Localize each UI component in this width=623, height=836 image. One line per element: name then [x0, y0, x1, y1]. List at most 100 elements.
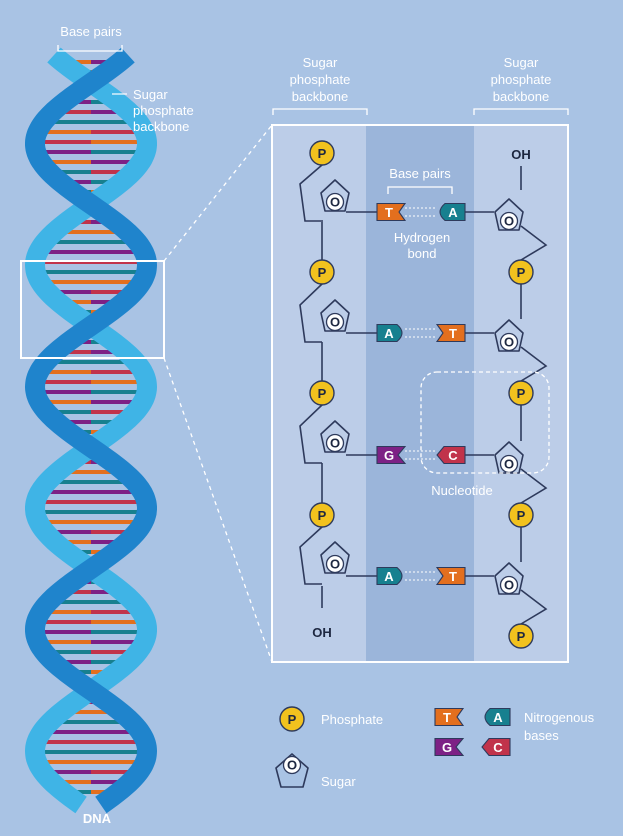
svg-text:P: P: [517, 265, 526, 280]
phosphate-right: P: [508, 502, 534, 528]
helix-rung: [57, 470, 91, 474]
phosphate-left: P: [309, 259, 335, 285]
right-chain: [520, 468, 548, 504]
legend-bases-label-2: bases: [524, 728, 559, 743]
helix-rung: [35, 630, 91, 634]
left-chain: [299, 283, 323, 343]
left-header-line-2: phosphate: [290, 72, 351, 87]
svg-text:A: A: [384, 569, 394, 584]
svg-text:A: A: [448, 205, 458, 220]
helix-rung: [91, 170, 133, 174]
helix-rung: [91, 400, 143, 404]
svg-text:P: P: [318, 146, 327, 161]
hydrogen-bond-label-2: bond: [408, 246, 437, 261]
helix-rung: [91, 380, 147, 384]
left-header-bracket: [272, 108, 368, 115]
right-chain: [520, 346, 548, 382]
left-header-line-3: backbone: [292, 89, 348, 104]
svg-text:O: O: [504, 457, 514, 472]
helix-rung: [58, 300, 91, 304]
legend-bases-label-1: Nitrogenous: [524, 710, 595, 725]
svg-text:O: O: [504, 335, 514, 350]
helix-rung: [38, 520, 91, 524]
helix-rung: [35, 140, 91, 144]
helix-rung: [38, 250, 91, 254]
legend-phosphate-icon: P: [279, 706, 305, 732]
phosphate-right: P: [508, 380, 534, 406]
sugar-right: O: [494, 198, 524, 231]
base-G: G: [376, 445, 407, 465]
helix-rung: [91, 740, 146, 744]
left-chain: [299, 526, 323, 585]
sugar-left: O: [320, 179, 350, 212]
svg-text:O: O: [330, 315, 340, 330]
right-header-line-2: phosphate: [491, 72, 552, 87]
helix-rung: [35, 510, 91, 514]
svg-text:P: P: [318, 386, 327, 401]
helix-backbone-label-1: Sugar: [133, 87, 168, 102]
sugar-left: O: [320, 541, 350, 574]
helix-rung: [91, 510, 147, 514]
sugar-left: O: [320, 420, 350, 453]
helix-rung: [91, 280, 142, 284]
helix-rung: [91, 160, 141, 164]
zoom-connector-top: [163, 124, 273, 262]
helix-rung: [37, 130, 91, 134]
helix-rung: [91, 770, 140, 774]
helix-rung: [91, 780, 131, 784]
helix-rung: [39, 490, 91, 494]
helix-strand-light: [24, 47, 158, 814]
helix-rung: [91, 750, 147, 754]
helix-rung: [47, 290, 91, 294]
sugar-left: O: [320, 299, 350, 332]
helix-rung: [37, 760, 91, 764]
right-chain: [520, 225, 548, 261]
helix-rung: [91, 620, 146, 624]
svg-text:P: P: [517, 629, 526, 644]
svg-text:T: T: [443, 710, 451, 725]
helix-rung: [91, 130, 145, 134]
legend-sugar-label: Sugar: [321, 774, 356, 789]
helix-rung: [53, 660, 91, 664]
right-header-bracket: [473, 108, 569, 115]
hydrogen-bond-label-1: Hydrogen: [394, 230, 450, 245]
svg-text:P: P: [318, 265, 327, 280]
helix-rung: [35, 270, 91, 274]
helix-rung: [35, 750, 91, 754]
dna-label: DNA: [83, 811, 112, 826]
helix-rung: [56, 350, 91, 354]
svg-text:T: T: [385, 205, 393, 220]
helix-rung: [36, 740, 91, 744]
helix-backbone-label-2: phosphate: [133, 103, 194, 118]
helix-rung: [91, 500, 147, 504]
helix-rung: [91, 410, 136, 414]
helix-rung: [91, 390, 147, 394]
helix-rung: [91, 290, 135, 294]
legend-sugar-icon: O: [275, 753, 309, 788]
svg-text:C: C: [448, 448, 458, 463]
svg-text:A: A: [493, 710, 503, 725]
zoom-box: [20, 260, 165, 359]
svg-text:G: G: [384, 448, 394, 463]
panel-border: [271, 124, 569, 663]
helix-rung: [91, 420, 126, 424]
nucleotide-highlight: [420, 371, 550, 474]
bottom-oh-label: OH: [312, 625, 332, 640]
helix-rung: [44, 240, 91, 244]
helix-rung: [91, 470, 125, 474]
helix-base-pairs-bracket: [57, 45, 123, 52]
helix-rung: [35, 390, 91, 394]
base-T: T: [376, 202, 407, 222]
left-chain: [299, 164, 323, 222]
svg-text:O: O: [504, 214, 514, 229]
svg-text:P: P: [517, 508, 526, 523]
helix-rung: [46, 360, 91, 364]
helix-rung: [91, 270, 147, 274]
helix-rung: [91, 490, 143, 494]
